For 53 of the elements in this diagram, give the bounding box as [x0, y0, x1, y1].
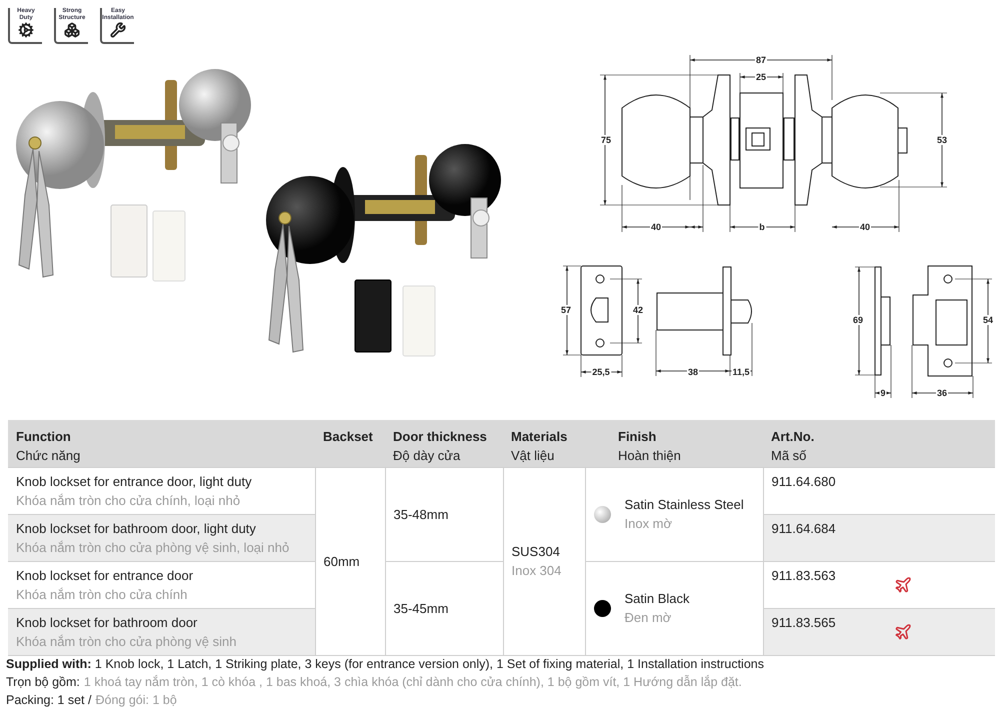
article-number: 911.83.565 [772, 614, 836, 630]
column-header-translation: Vật liệu [511, 447, 556, 465]
function-name: Knob lockset for bathroom door, light duty [16, 520, 257, 538]
dimension-value: 38 [687, 367, 699, 377]
article-number: 911.83.563 [772, 568, 836, 582]
column-header: Art.No. [771, 428, 816, 446]
material-name-translation: Inox 304 [512, 562, 562, 580]
dimension-value: 25,5 [591, 367, 611, 377]
function-name-translation: Khóa nắm tròn cho cửa phòng vệ sinh [16, 632, 238, 650]
dimension-value: 40 [650, 222, 662, 232]
dimension-value: 42 [632, 305, 644, 315]
function-name-translation: Khóa nắm tròn cho cửa chính, loại nhỏ [16, 492, 242, 510]
column-header: Materials [511, 428, 568, 446]
backset-value: 60mm [324, 554, 360, 568]
supplied-with-note: Supplied with: 1 Knob lock, 1 Latch, 1 Striking plate, 3 keys (for entrance version only), 1 Set of fixing material, 1 Installation instructions [6, 656, 764, 673]
packing-note: Packing: 1 set / [6, 692, 92, 709]
dimension-value: 57 [560, 305, 572, 315]
door-thickness-value: 35-45mm [394, 600, 448, 616]
material-name: SUS304 [512, 543, 561, 561]
dimension-value: 75 [600, 135, 612, 145]
function-name: Knob lockset for entrance door [16, 566, 194, 584]
function-name-translation: Khóa nắm tròn cho cửa chính [16, 586, 188, 604]
column-header-translation: Hoàn thiện [618, 447, 682, 465]
function-name-translation: Khóa nắm tròn cho cửa phòng vệ sinh, loại nhỏ [16, 538, 290, 556]
column-header: Backset [323, 428, 374, 446]
function-name: Knob lockset for entrance door, light duty [16, 472, 253, 490]
dimension-value: 11,5 [731, 367, 751, 377]
door-thickness-value: 35-48mm [394, 506, 448, 522]
dimension-value: 40 [859, 222, 871, 232]
finish-name-translation: Inox mờ [624, 515, 674, 533]
dimension-value: 54 [982, 315, 994, 325]
packing-note-translation: Đóng gói: 1 bộ [95, 692, 177, 709]
column-header: Finish [618, 428, 658, 446]
article-number: 911.64.684 [772, 520, 836, 536]
column-header-translation: Chức năng [16, 447, 82, 465]
dimension-value: 87 [755, 55, 767, 65]
finish-name-translation: Đen mờ [624, 609, 672, 627]
column-header-translation: Độ dày cửa [393, 447, 462, 465]
dimension-value: b [758, 222, 766, 232]
contents-note: 1 khoá tay nắm tròn, 1 cò khóa , 1 bas khoá, 3 chìa khóa (chỉ dành cho cửa chính), 1 bộ gồm vít, 1 Hướng dẫn lắp đặt. [84, 674, 742, 691]
dimension-value: 9 [880, 388, 886, 398]
dimension-value: 36 [936, 388, 948, 398]
finish-name: Satin Black [624, 590, 690, 608]
column-header-translation: Mã số [771, 447, 808, 465]
dimension-value: 25 [755, 72, 767, 82]
contents-note-heading: Trọn bộ gồm: [6, 674, 80, 691]
dimension-value: 53 [936, 135, 948, 145]
article-number: 911.64.680 [772, 474, 836, 488]
dimension-value: 69 [852, 315, 864, 325]
function-name: Knob lockset for bathroom door [16, 614, 198, 632]
column-header: Door thickness [393, 428, 488, 446]
finish-name: Satin Stainless Steel [624, 496, 744, 514]
column-header: Function [16, 428, 72, 446]
